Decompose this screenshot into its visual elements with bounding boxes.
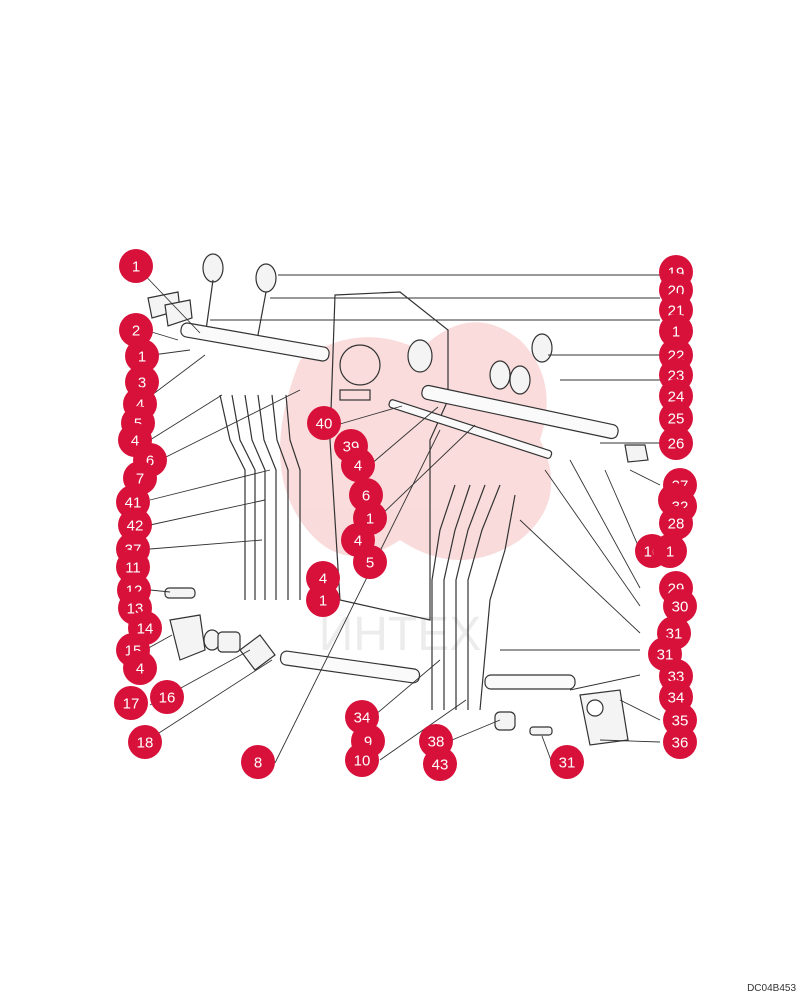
- callout-number: 4: [131, 433, 139, 450]
- callout-number: 43: [432, 757, 449, 774]
- part-callout-43: 43: [423, 747, 457, 781]
- leader-lines: [135, 265, 661, 764]
- callout-number: 35: [672, 713, 689, 730]
- callout-number: 4: [136, 661, 144, 678]
- callout-marker: [345, 743, 379, 777]
- part-callout-25: 25: [659, 401, 693, 435]
- callout-marker: [659, 506, 693, 540]
- left-lever-assembly: [147, 253, 330, 671]
- callout-number: 34: [668, 690, 685, 707]
- callout-marker: [119, 249, 153, 283]
- part-callout-5: 5: [353, 545, 387, 579]
- callout-marker: [423, 747, 457, 781]
- callout-number: 4: [354, 458, 362, 475]
- callout-marker: [550, 745, 584, 779]
- callout-number: 4: [319, 571, 327, 588]
- callout-number: 1: [366, 511, 374, 528]
- part-callout-1: 1: [125, 339, 159, 373]
- callout-marker: [663, 589, 697, 623]
- part-callout-30: 30: [663, 589, 697, 623]
- callout-number: 28: [668, 516, 685, 533]
- callout-number: 5: [366, 555, 374, 572]
- part-callout-18: 18: [128, 725, 162, 759]
- callout-number: 31: [559, 755, 576, 772]
- part-callout-1: 1: [653, 534, 687, 568]
- callout-marker: [150, 680, 184, 714]
- part-callout-8: 8: [241, 745, 275, 779]
- callout-number: 1: [132, 259, 140, 276]
- callout-number: 24: [668, 389, 685, 406]
- callout-marker: [653, 534, 687, 568]
- callout-number: 1: [672, 324, 680, 341]
- part-callout-40: 40: [307, 406, 341, 440]
- callout-number: 30: [672, 599, 689, 616]
- part-callout-1: 1: [306, 583, 340, 617]
- callout-number: 26: [668, 436, 685, 453]
- callout-number: 36: [672, 735, 689, 752]
- part-callout-28: 28: [659, 506, 693, 540]
- callout-number: 14: [137, 621, 154, 638]
- part-callout-4: 4: [123, 651, 157, 685]
- callout-marker: [341, 448, 375, 482]
- part-callout-1: 1: [659, 314, 693, 348]
- part-callout-36: 36: [663, 725, 697, 759]
- callout-number: 17: [123, 696, 140, 713]
- callout-number: 2: [132, 323, 140, 340]
- callout-number: 9: [364, 734, 372, 751]
- callout-number: 8: [254, 755, 262, 772]
- part-callout-16: 16: [150, 680, 184, 714]
- callout-marker: [119, 313, 153, 347]
- callout-marker: [128, 725, 162, 759]
- callout-marker: [663, 725, 697, 759]
- callout-number: 34: [354, 710, 371, 727]
- watermark-text: ИНТЕХ: [319, 608, 482, 661]
- callout-number: 4: [136, 397, 144, 414]
- callout-marker: [307, 406, 341, 440]
- watermark: ИНТЕХ: [280, 322, 552, 661]
- callout-marker: [659, 314, 693, 348]
- callout-number: 7: [136, 471, 144, 488]
- callout-number: 42: [127, 518, 144, 535]
- part-callout-26: 26: [659, 426, 693, 460]
- part-callout-4: 4: [341, 448, 375, 482]
- callout-marker: [123, 651, 157, 685]
- callout-marker: [306, 583, 340, 617]
- callouts: 1213454674142371112131415416171883491038…: [114, 249, 697, 781]
- part-callout-1: 1: [119, 249, 153, 283]
- part-callout-31: 31: [550, 745, 584, 779]
- callout-number: 10: [354, 753, 371, 770]
- callout-marker: [125, 339, 159, 373]
- callout-number: 16: [159, 690, 176, 707]
- callout-marker: [659, 426, 693, 460]
- part-callout-2: 2: [119, 313, 153, 347]
- callout-marker: [659, 401, 693, 435]
- callout-number: 4: [354, 533, 362, 550]
- part-callout-17: 17: [114, 686, 148, 720]
- callout-number: 40: [316, 416, 333, 433]
- housing: [329, 291, 449, 621]
- callout-number: 31: [657, 647, 674, 664]
- right-lever-assembly: [407, 333, 649, 746]
- callout-number: 6: [146, 453, 154, 470]
- callout-number: 1: [138, 349, 146, 366]
- callout-number: 25: [668, 411, 685, 428]
- reference-code: DC04B453: [747, 983, 796, 994]
- callout-number: 38: [428, 734, 445, 751]
- callout-number: 41: [125, 495, 142, 512]
- callout-number: 18: [137, 735, 154, 752]
- callout-number: 6: [362, 488, 370, 505]
- callout-number: 1: [666, 544, 674, 561]
- part-callout-10: 10: [345, 743, 379, 777]
- callout-marker: [114, 686, 148, 720]
- callout-marker: [353, 545, 387, 579]
- callout-number: 1: [319, 593, 327, 610]
- callout-number: 11: [125, 560, 141, 577]
- callout-number: 3: [138, 375, 146, 392]
- callout-marker: [241, 745, 275, 779]
